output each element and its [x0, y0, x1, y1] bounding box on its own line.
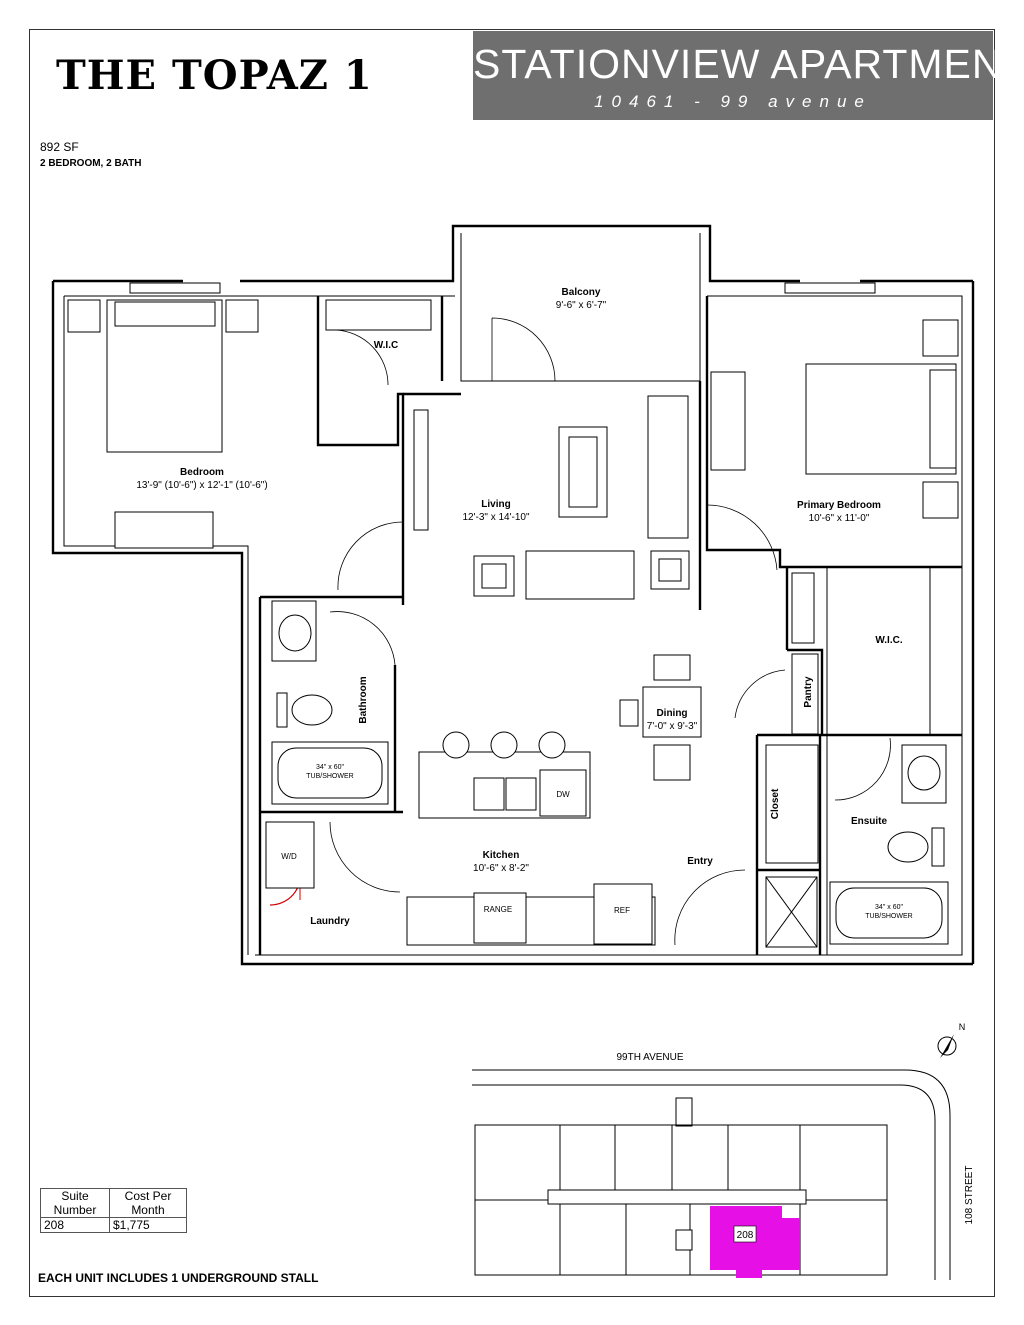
room-entry-name: Entry [687, 856, 713, 867]
cost-cell: $1,775 [109, 1217, 187, 1233]
page-frame [29, 29, 995, 1297]
building-address: 10461 - 99 avenue [594, 92, 872, 111]
room-dining-dims: 7'-0" x 9'-3" [647, 721, 698, 732]
room-ensuite-name: Ensuite [851, 816, 888, 827]
building-banner: STATIONVIEW APARTMENTS 10461 - 99 avenue [473, 31, 1024, 120]
suite-marker-label: 208 [737, 1230, 754, 1241]
room-bedroom-name: Bedroom [180, 467, 224, 478]
unit-area: 892 SF [40, 140, 79, 154]
furniture [67, 299, 959, 948]
dishwasher-label: DW [556, 790, 570, 799]
plan-title: THE TOPAZ 1 [56, 52, 373, 99]
room-living-dims: 12'-3" x 14'-10" [462, 512, 530, 523]
room-kitchen-name: Kitchen [483, 850, 520, 861]
room-kitchen-dims: 10'-6" x 8'-2" [473, 863, 529, 874]
room-labels: Balcony 9'-6" x 6'-7" W.I.C Bedroom 13'-… [136, 287, 902, 927]
north-arrow-icon: N [937, 1022, 966, 1058]
tub-right-dims: 34" x 60" [875, 904, 903, 911]
tub-left-label: TUB/SHOWER [306, 773, 353, 780]
building-name: STATIONVIEW APARTMENTS [473, 41, 1024, 87]
room-pantry-name: Pantry [803, 676, 814, 708]
room-closet-name: Closet [770, 788, 781, 819]
cost-table: Suite Number Cost Per Month 208 $1,775 [40, 1188, 187, 1233]
room-bedroom-dims: 13'-9" (10'-6") x 12'-1" (10'-6") [136, 480, 267, 491]
room-primary-dims: 10'-6" x 11'-0" [809, 513, 870, 524]
avenue-label: 99TH AVENUE [616, 1052, 683, 1063]
site-plan: 99TH AVENUE 108 STREET N 208 [472, 1022, 975, 1280]
exterior-walls [51, 224, 975, 966]
range-label: RANGE [484, 905, 512, 914]
washer-dryer-label: W/D [281, 852, 297, 861]
tub-right-label: TUB/SHOWER [865, 913, 912, 920]
unit-beds-baths: 2 BEDROOM, 2 BATH [40, 158, 142, 169]
cost-per-month-header: Cost Per Month [109, 1188, 187, 1218]
tub-left-dims: 34" x 60" [316, 764, 344, 771]
room-dining-name: Dining [656, 708, 687, 719]
room-bathroom-name: Bathroom [358, 676, 369, 723]
cost-table-row: 208 $1,775 [40, 1217, 187, 1233]
street-label: 108 STREET [964, 1166, 975, 1225]
parking-note: EACH UNIT INCLUDES 1 UNDERGROUND STALL [38, 1271, 319, 1285]
fixture-labels: 34" x 60" TUB/SHOWER 34" x 60" TUB/SHOWE… [281, 764, 913, 920]
north-label: N [959, 1022, 966, 1032]
cost-table-header-row: Suite Number Cost Per Month [40, 1188, 187, 1218]
room-laundry-name: Laundry [310, 916, 350, 927]
room-balcony-name: Balcony [562, 287, 601, 298]
suite-number-header: Suite Number [40, 1188, 110, 1218]
room-primary-name: Primary Bedroom [797, 500, 881, 511]
room-wic-left-name: W.I.C [374, 340, 398, 351]
suite-number-cell: 208 [40, 1217, 110, 1233]
interior-walls [258, 296, 962, 955]
room-living-name: Living [481, 499, 510, 510]
room-wic-right-name: W.I.C. [875, 635, 902, 646]
fridge-label: REF [614, 906, 630, 915]
room-balcony-dims: 9'-6" x 6'-7" [556, 300, 607, 311]
